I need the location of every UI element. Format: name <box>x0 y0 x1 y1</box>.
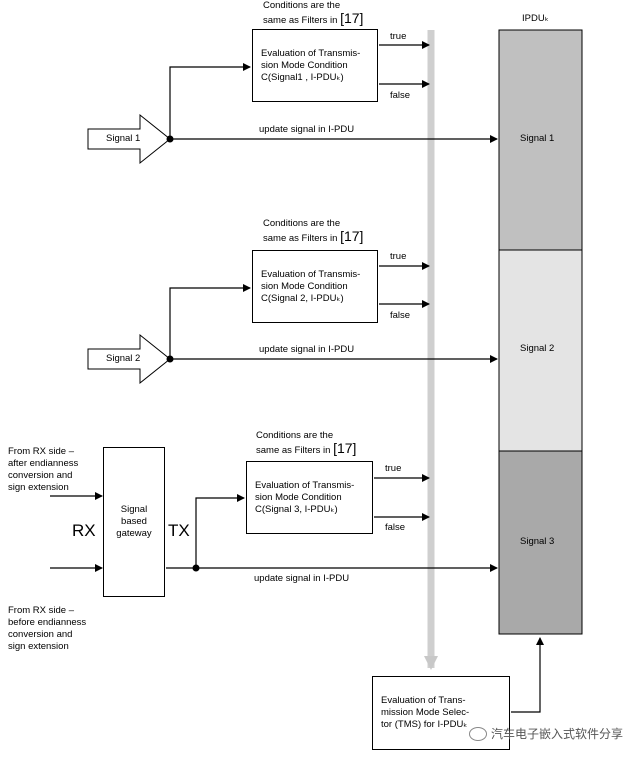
junction-dot-3 <box>192 564 200 572</box>
rx-label: RX <box>72 521 96 540</box>
junction-dot-2 <box>166 355 174 363</box>
evaluation-box-2-line3: C(Signal 2, I-PDUₖ) <box>261 292 344 304</box>
evaluation-box-2-line1: Evaluation of Transmis- <box>261 268 361 280</box>
conditions-note-1: Conditions are the same as Filters in [1… <box>263 0 363 27</box>
rx-before-line: sign extension <box>8 641 69 652</box>
tx-label: TX <box>168 521 190 540</box>
ipdu-segment-3 <box>498 450 583 635</box>
ipdu-signal-3-label: Signal 3 <box>520 536 555 547</box>
ipdu-header: IPDUₖ <box>522 13 549 24</box>
gateway-line3: gateway <box>116 528 152 539</box>
evaluation-box-3-line3: C(Signal 3, I-PDUₖ) <box>255 503 338 515</box>
update-label-3: update signal in I-PDU <box>254 573 350 584</box>
conditions-line2: same as Filters in <box>263 15 338 26</box>
conditions-note-3: Conditions are the same as Filters in [1… <box>256 429 356 457</box>
update-label-1: update signal in I-PDU <box>259 124 355 135</box>
signal-based-gateway-box: Signal based gateway <box>103 447 165 597</box>
conditions-line1: Conditions are the <box>263 0 341 11</box>
rx-after-line: conversion and <box>8 470 73 481</box>
watermark-text: 汽车电子嵌入式软件分享 <box>490 727 623 741</box>
evaluation-box-1-line3: C(Signal1 , I-PDUₖ) <box>261 71 344 83</box>
gateway-line2: based <box>121 516 147 527</box>
junction-dot-1 <box>166 135 174 143</box>
tms-line1: Evaluation of Trans- <box>381 695 466 706</box>
ipdu-segment-2 <box>498 249 583 452</box>
evaluation-box-3-line2: sion Mode Condition <box>255 491 342 503</box>
conditions-line1: Conditions are the <box>256 430 334 441</box>
false-label-1: false <box>390 90 411 101</box>
ipdu-signal-2-label: Signal 2 <box>520 343 555 354</box>
true-label-3: true <box>385 463 402 474</box>
conditions-line2: same as Filters in <box>263 233 338 244</box>
evaluation-box-1-line1: Evaluation of Transmis- <box>261 47 361 59</box>
evaluation-box-1-line2: sion Mode Condition <box>261 59 348 71</box>
conditions-ref: [17] <box>340 10 364 26</box>
tms-box: Evaluation of Trans- mission Mode Selec-… <box>372 676 510 750</box>
evaluation-box-3-line1: Evaluation of Transmis- <box>255 479 355 491</box>
rx-after-line: sign extension <box>8 482 69 493</box>
true-label-1: true <box>390 31 407 42</box>
conditions-line2: same as Filters in <box>256 445 331 456</box>
ipdu-signal-1-label: Signal 1 <box>520 133 555 144</box>
rx-before-text: From RX side – before endianness convers… <box>8 605 86 653</box>
tms-line2: mission Mode Selec- <box>381 707 470 718</box>
evaluation-box-1: Evaluation of Transmis- sion Mode Condit… <box>252 29 378 102</box>
signal-2-arrow-label: Signal 2 <box>106 353 141 364</box>
conditions-note-2: Conditions are the same as Filters in [1… <box>263 217 363 245</box>
rx-after-line: From RX side – <box>8 446 74 457</box>
rx-after-line: after endianness <box>8 458 79 469</box>
true-label-2: true <box>390 251 407 262</box>
tms-line3: tor (TMS) for I-PDUₖ <box>381 719 468 730</box>
update-label-2: update signal in I-PDU <box>259 344 355 355</box>
conditions-ref: [17] <box>340 228 364 244</box>
gateway-line1: Signal <box>120 504 148 515</box>
signal-1-block-arrow <box>87 113 171 165</box>
signal-2-block-arrow <box>87 333 171 385</box>
evaluation-box-2-line2: sion Mode Condition <box>261 280 348 292</box>
chat-bubble-icon <box>468 726 487 741</box>
rx-before-line: conversion and <box>8 629 73 640</box>
watermark: 汽车电子嵌入式软件分享 <box>468 725 623 742</box>
false-label-3: false <box>385 522 406 533</box>
conditions-ref: [17] <box>333 440 357 456</box>
rx-before-line: From RX side – <box>8 605 74 616</box>
rx-after-text: From RX side – after endianness conversi… <box>8 446 78 494</box>
rx-before-line: before endianness <box>8 617 87 628</box>
evaluation-box-3: Evaluation of Transmis- sion Mode Condit… <box>246 461 373 534</box>
signal-1-arrow-label: Signal 1 <box>106 133 141 144</box>
conditions-line1: Conditions are the <box>263 218 341 229</box>
evaluation-box-2: Evaluation of Transmis- sion Mode Condit… <box>252 250 378 323</box>
false-label-2: false <box>390 310 411 321</box>
